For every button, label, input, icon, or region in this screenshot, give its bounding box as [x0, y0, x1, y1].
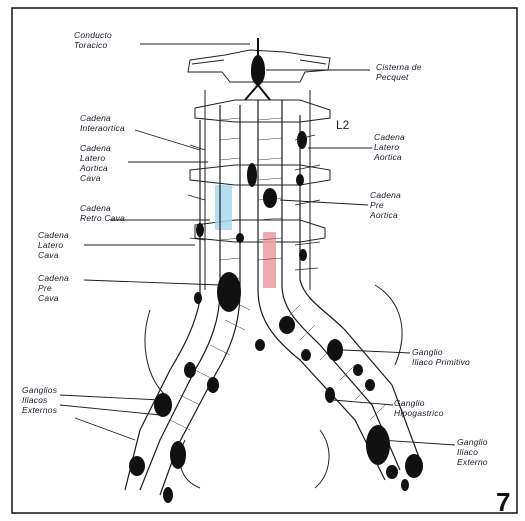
node-external-iliac-right-2 [405, 454, 423, 478]
pelvis-right-lower [315, 430, 329, 488]
label-cadena-latero-aortica-izquierda: Cadena Latero Aortica [374, 132, 405, 162]
node-pre-cava [217, 272, 241, 312]
label-cisterna-pecquet: Cisterna de Pecquet [376, 62, 422, 82]
label-cadena-pre-aortica: Cadena Pre Aortica [370, 190, 401, 220]
node-external-iliac-left-4 [163, 487, 173, 503]
label-cadena-latero-cava: Cadena Latero Cava [38, 230, 69, 260]
node-external-iliac-right-3 [386, 465, 398, 479]
node-retro-cava [236, 233, 244, 243]
node-iliac-right-2 [353, 364, 363, 376]
node-external-iliac-right-4 [401, 479, 409, 491]
node-latero-aortic-1 [297, 131, 307, 149]
node-latero-cava-1 [196, 223, 204, 237]
cisterna-branches [245, 85, 270, 100]
node-cisterna [251, 55, 265, 85]
node-latero-aortic-3 [299, 249, 307, 261]
node-iliac-right-3 [365, 379, 375, 391]
aorta-fill [263, 232, 276, 288]
label-ganglio-iliaco-externo: Ganglio Iliaco Externo [457, 437, 488, 467]
node-common-iliac-center [279, 316, 295, 334]
node-latero-cava-2 [194, 292, 202, 304]
node-iliac-right-1 [301, 349, 311, 361]
node-iliac-primitive [327, 339, 343, 361]
node-external-iliac-left-1 [154, 393, 172, 417]
node-external-iliac-left-3 [129, 456, 145, 476]
label-cadena-pre-cava: Cadena Pre Cava [38, 273, 69, 303]
node-pre-aortic [263, 188, 277, 208]
label-conducto-toracico: Conducto Toracico [74, 30, 112, 50]
vertebra-middle [190, 165, 330, 242]
node-hypogastric [325, 387, 335, 403]
node-interaortic [247, 163, 257, 187]
figure-number: 7 [496, 487, 510, 518]
node-external-iliac-right-1 [366, 425, 390, 465]
node-latero-aortic-2 [296, 174, 304, 186]
label-ganglios-iliacos-externos: Ganglios Iliacos Externos [22, 385, 57, 415]
label-ganglio-hipogastrico: Ganglio Hipogastrico [394, 398, 444, 418]
label-cadena-retro-cava: Cadena Retro Cava [80, 203, 125, 223]
pelvis-right-outline [375, 285, 402, 365]
pelvis-left-outline [145, 310, 165, 395]
label-ganglio-iliaco-primitivo: Ganglio Iliaco Primitivo [412, 347, 470, 367]
vena-cava-fill [215, 185, 232, 230]
node-iliac-left-1 [255, 339, 265, 351]
label-vertebra-l2: L2 [336, 120, 349, 130]
node-iliac-left-2 [207, 377, 219, 393]
node-iliac-left-3 [184, 362, 196, 378]
label-cadena-latero-aortica-derecha: Cadena Latero Aortica Cava [80, 143, 111, 183]
node-external-iliac-left-2 [170, 441, 186, 469]
label-cadena-interaortica: Cadena Interaortica [80, 113, 125, 133]
